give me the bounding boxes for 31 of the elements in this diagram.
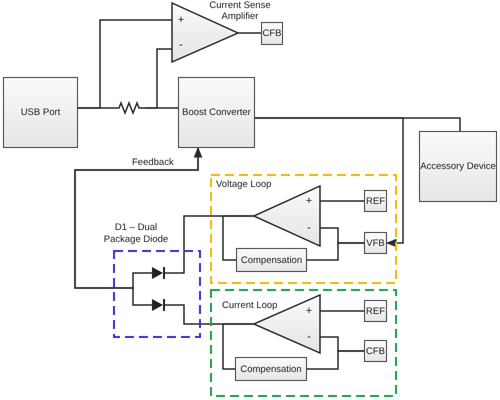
wire [78,19,172,109]
wire [307,242,364,261]
input-sign: - [178,39,184,51]
block-box: USB Port [3,77,78,148]
wire [320,200,364,202]
input-sign: + [177,14,185,26]
block-box: REF [364,190,387,212]
input-sign: - [306,331,312,343]
wire [145,48,172,109]
edge-label: Feedback [130,157,176,168]
wire [238,32,261,34]
group-heading: D1 – Dual Package Diode [102,222,170,246]
block-box: REF [364,300,387,322]
group-heading: Voltage Loop [216,179,272,191]
block-box: CFB [364,340,387,362]
block-box: CFB [261,22,283,45]
arrow [255,117,404,248]
amplifier-label: Current Sense Amplifier [208,1,272,22]
block-box: VFB [364,232,387,254]
input-sign: - [306,222,312,234]
wire [307,350,364,370]
block-box: Accessory Device [419,131,497,202]
wire [320,310,364,312]
wire [222,323,254,370]
input-sign: + [305,305,313,317]
block-box: Boost Converter [178,77,255,148]
group-heading: Current Loop [222,300,278,312]
block-box: Compensation [235,357,307,381]
input-sign: + [305,195,313,207]
block-box: Compensation [236,248,307,272]
wire [222,215,254,261]
